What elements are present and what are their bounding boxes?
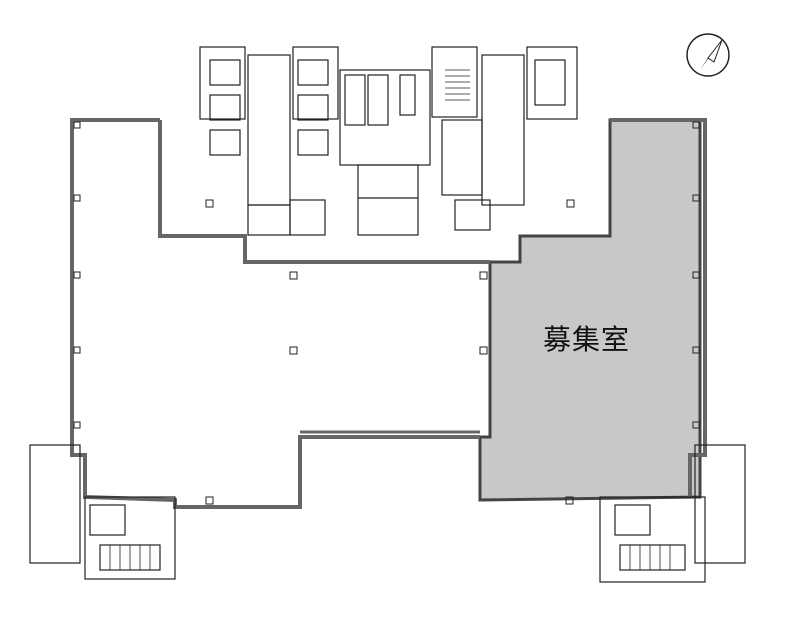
stair-tower-bottom-left (29, 444, 176, 580)
right-office-wall (610, 118, 707, 497)
left-office-wall (70, 118, 480, 509)
stair-tower-bottom-right (599, 444, 746, 583)
recruitment-room-label: 募集室 (543, 323, 631, 356)
recruitment-room-area[interactable] (478, 118, 702, 502)
core-elevators-left (199, 46, 339, 236)
north-arrow-icon (686, 33, 730, 77)
core-stairs-top (431, 46, 578, 231)
core-bottom-wall (158, 120, 490, 264)
columns (73, 121, 700, 505)
core-restrooms (339, 69, 431, 236)
